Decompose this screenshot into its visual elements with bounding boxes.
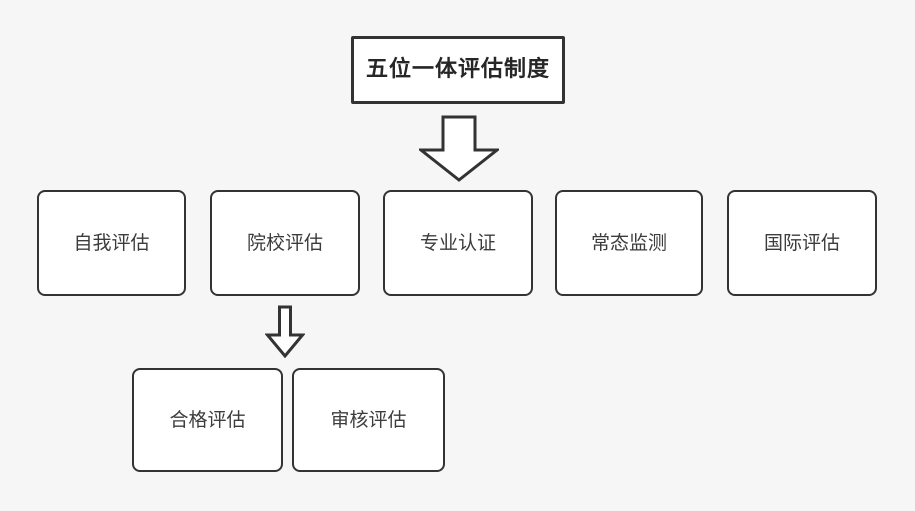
node-audit-evaluation: 审核评估 xyxy=(292,368,445,472)
node-label: 院校评估 xyxy=(246,231,323,254)
node-routine-monitoring: 常态监测 xyxy=(555,190,703,296)
node-label: 国际评估 xyxy=(763,231,840,254)
node-label: 五位一体评估制度 xyxy=(365,56,550,82)
node-label: 常态监测 xyxy=(590,231,667,254)
node-self-evaluation: 自我评估 xyxy=(37,190,186,296)
node-label: 自我评估 xyxy=(73,231,150,254)
node-professional-certification: 专业认证 xyxy=(383,190,533,296)
node-institution-evaluation: 院校评估 xyxy=(210,190,360,296)
node-qualification-evaluation: 合格评估 xyxy=(132,368,283,472)
node-label: 专业认证 xyxy=(419,231,496,254)
down-arrow-icon-main xyxy=(419,115,499,182)
node-label: 合格评估 xyxy=(169,408,246,431)
node-label: 审核评估 xyxy=(330,408,407,431)
node-international-evaluation: 国际评估 xyxy=(727,190,877,296)
node-five-in-one-evaluation-system: 五位一体评估制度 xyxy=(351,36,565,104)
down-arrow-icon-branch xyxy=(265,305,305,358)
